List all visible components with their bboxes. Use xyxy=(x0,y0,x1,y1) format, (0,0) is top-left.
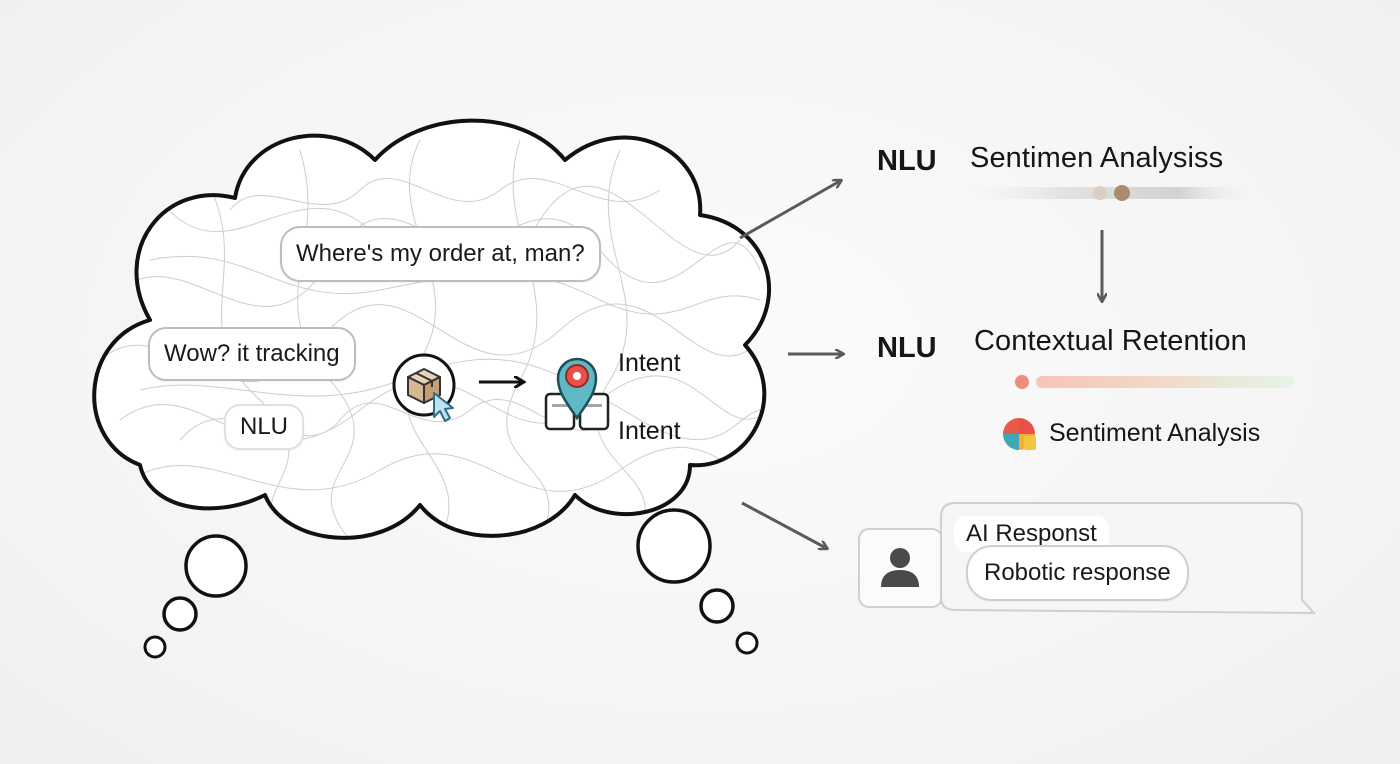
sentiment-dot-dark xyxy=(1114,185,1130,201)
arrow-to-sentiment xyxy=(739,181,840,240)
nlu-label-sentiment: NLU xyxy=(877,145,937,177)
sentiment-legend-label: Sentiment Analysis xyxy=(1049,419,1261,447)
retention-dot xyxy=(1015,375,1029,389)
sentiment-pie-icon xyxy=(1003,418,1036,450)
contextual-retention-title: Contextual Retention xyxy=(974,325,1247,357)
intent-label-2: Intent xyxy=(618,417,681,445)
thought-trail-circle-medium-right xyxy=(699,588,735,624)
thought-trail-circle-small-right xyxy=(735,631,759,655)
order-question-text: Where's my order at, man? xyxy=(296,240,585,267)
sentiment-bar xyxy=(968,187,1248,199)
arrow-to-response xyxy=(741,501,826,548)
ai-response-title: AI Responst xyxy=(966,520,1097,547)
robotic-response-bubble: Robotic response xyxy=(966,545,1189,601)
thought-trail-circle-large xyxy=(184,534,248,598)
thought-trail-circle-medium xyxy=(162,596,198,632)
retention-bar xyxy=(1036,376,1294,388)
sentiment-analysis-title: Sentimen Analysiss xyxy=(970,142,1224,174)
thought-trail-circle-large-right xyxy=(636,508,712,584)
nlu-bubble: NLU xyxy=(224,404,305,450)
intent-label-1: Intent xyxy=(618,349,681,377)
tracking-bubble: Wow? it tracking xyxy=(148,327,356,381)
order-question-bubble: Where's my order at, man? xyxy=(280,226,601,282)
nlu-label-retention: NLU xyxy=(877,332,937,364)
robotic-response-text: Robotic response xyxy=(984,559,1171,586)
location-pin-boxes-icon xyxy=(544,357,610,431)
thought-trail-circle-small xyxy=(143,635,167,659)
nlu-bubble-text: NLU xyxy=(240,413,289,440)
sentiment-dot-light xyxy=(1093,186,1107,200)
user-avatar-icon xyxy=(881,548,919,587)
tracking-text: Wow? it tracking xyxy=(164,340,340,367)
package-cursor-icon xyxy=(392,353,456,422)
